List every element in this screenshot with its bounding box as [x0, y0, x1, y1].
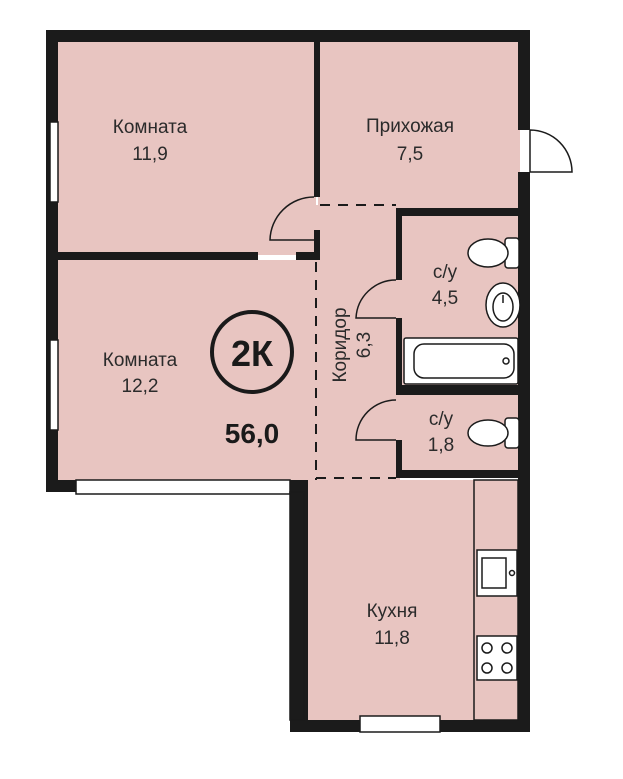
- badge-text: 2К: [231, 333, 274, 374]
- door-swing-icon: [269, 196, 315, 241]
- wall-bath1-top: [396, 208, 520, 216]
- doors: [269, 129, 573, 441]
- toilet-icon: [467, 237, 520, 269]
- floor-kitchen: [308, 480, 520, 720]
- corridor-name: Коридор: [330, 307, 351, 382]
- bathroom-2-name: с/у: [429, 409, 454, 430]
- wall-kitchen-left: [290, 480, 308, 732]
- window-icon: [359, 715, 441, 733]
- apartment-badge: 2К: [210, 310, 294, 394]
- room-2-area: 12,2: [122, 376, 159, 397]
- wall-right-upper: [518, 30, 530, 130]
- wall-left-bottom: [46, 480, 76, 492]
- badge-circle: [210, 310, 294, 394]
- wall-bath-divider: [396, 385, 520, 395]
- bathroom-2-area: 1,8: [428, 435, 454, 456]
- wall-between-room1-hallway: [314, 42, 320, 197]
- floor-corridor: [316, 205, 400, 480]
- floor-room-1: [58, 40, 316, 255]
- total-area: 56,0: [225, 418, 280, 449]
- wall-top: [46, 30, 530, 42]
- window-icon: [49, 339, 59, 431]
- wall-between-rooms: [58, 252, 258, 260]
- toilet-icon: [467, 417, 520, 449]
- bathroom-1-area: 4,5: [432, 288, 458, 309]
- door-swing-icon: [529, 129, 573, 173]
- wall-room1-door-stub: [314, 230, 320, 260]
- door-swing-icon: [355, 279, 397, 319]
- floor-hallway: [318, 40, 520, 210]
- room-1-area: 11,9: [132, 144, 168, 165]
- wall-between-rooms-right: [296, 252, 316, 260]
- bathtub-icon: [403, 337, 519, 385]
- kitchen-area: 11,8: [374, 628, 410, 649]
- bathroom-1-name: с/у: [433, 262, 458, 283]
- fixtures: [403, 237, 521, 721]
- window-icon: [49, 121, 59, 203]
- wall-bath1-left-lower: [396, 318, 402, 390]
- sink-icon: [485, 282, 521, 328]
- balcony-rail-vertical: [289, 491, 305, 721]
- wall-bottom-right: [440, 720, 530, 732]
- wall-bath1-left-upper: [396, 208, 402, 280]
- floor-room-2: [58, 260, 316, 485]
- wall-bottom-left: [290, 720, 360, 732]
- stove-icon: [476, 635, 518, 681]
- balcony-rail: [75, 479, 291, 495]
- wall-bath2-left-lower: [396, 440, 402, 475]
- wall-right-lower: [518, 172, 530, 732]
- room-2-name: Комната: [103, 350, 178, 371]
- room-labels: Комната 11,9 Прихожая 7,5 Комната 12,2 К…: [103, 116, 458, 649]
- wall-bath2-bottom: [396, 470, 520, 478]
- room-1-name: Комната: [113, 117, 188, 138]
- kitchen-counter: [473, 479, 519, 721]
- windows: [49, 121, 441, 733]
- door-swing-icon: [355, 399, 397, 441]
- kitchen-name: Кухня: [367, 601, 418, 622]
- corridor-boundaries: [315, 204, 396, 480]
- corridor-area: 6,3: [354, 332, 375, 358]
- hallway-name: Прихожая: [366, 116, 454, 137]
- hallway-area: 7,5: [397, 144, 423, 165]
